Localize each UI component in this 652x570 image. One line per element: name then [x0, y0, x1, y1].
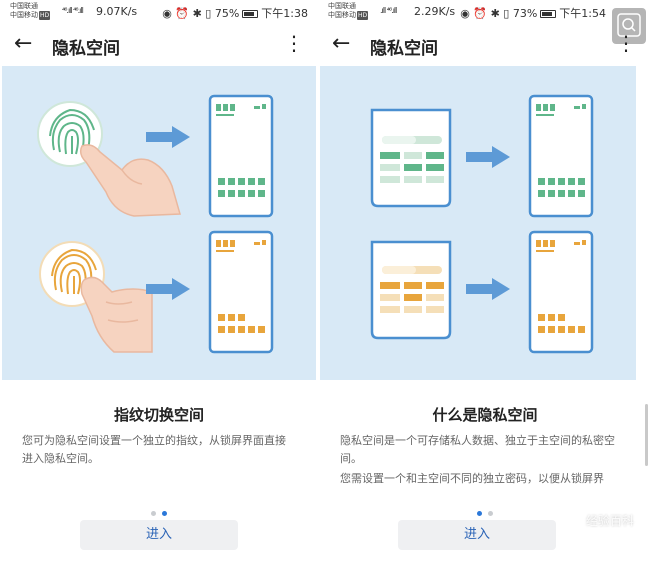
- page-indicator: [0, 501, 318, 520]
- search-icon: [617, 13, 641, 37]
- zoom-overlay-button[interactable]: [612, 8, 646, 44]
- status-right: ◉ ⏰ ✱ ▯ 73% 下午1:54: [460, 5, 606, 21]
- carrier-2: 中国移动: [328, 11, 356, 19]
- description-line: 您可为隐私空间设置一个独立的指纹，从锁屏界面直接进入隐私空间。: [22, 434, 286, 465]
- section-heading: 什么是隐私空间: [432, 406, 538, 424]
- enter-button[interactable]: 进入: [398, 520, 556, 550]
- carrier-1: 中国联通: [328, 2, 356, 10]
- back-arrow-icon[interactable]: ←: [332, 31, 351, 56]
- back-arrow-icon[interactable]: ←: [14, 31, 33, 56]
- watermark-logo: 经验百科: [585, 514, 634, 528]
- enter-button[interactable]: 进入: [80, 520, 238, 550]
- signal-icon: .ıll ⁴⁶.ıll: [380, 6, 397, 15]
- private-space-illustration: [320, 66, 636, 380]
- clock: 下午1:38: [261, 7, 308, 20]
- scrollbar[interactable]: [645, 404, 648, 466]
- fingerprint-illustration-svg: [37, 94, 274, 354]
- page-dot-1[interactable]: [151, 511, 156, 516]
- page-title: 隐私空间: [52, 39, 120, 59]
- section-description: 隐私空间是一个可存储私人数据、独立于主空间的私密空间。 您需设置一个和主空间不同…: [340, 432, 630, 484]
- app-bar: ← 隐私空间 ⋮: [318, 30, 652, 60]
- arrow-top-icon: [466, 146, 510, 168]
- arrow-bottom-icon: [466, 278, 510, 300]
- clock: 下午1:54: [559, 7, 606, 20]
- phone-top: [528, 94, 594, 218]
- signal-icon: ⁴⁶.ıll ⁴⁶.ıll: [62, 6, 84, 15]
- phone-top: [208, 94, 274, 218]
- section-description: 您可为隐私空间设置一个独立的指纹，从锁屏界面直接进入隐私空间。: [22, 432, 296, 470]
- arrow-bottom-icon: [146, 278, 190, 300]
- card-bottom: [370, 240, 452, 340]
- description-line-1: 隐私空间是一个可存储私人数据、独立于主空间的私密空间。: [340, 434, 615, 465]
- page-indicator: [318, 501, 652, 520]
- section-heading: 指纹切换空间: [113, 406, 204, 424]
- system-icons: ◉ ⏰ ✱ ▯: [460, 7, 510, 20]
- system-icons: ◉ ⏰ ✱ ▯: [162, 7, 212, 20]
- page-title: 隐私空间: [370, 39, 438, 59]
- private-space-illustration-svg: [370, 94, 594, 354]
- battery-percent: 73%: [512, 7, 538, 20]
- carrier-2: 中国移动: [10, 11, 38, 19]
- hd-badge: HD: [39, 11, 51, 20]
- phone-bottom: [208, 230, 274, 354]
- page-dot-2[interactable]: [162, 511, 167, 516]
- battery-icon: [242, 10, 259, 18]
- more-options-icon[interactable]: ⋮: [284, 31, 304, 55]
- page-dot-2[interactable]: [488, 511, 493, 516]
- arrow-top-icon: [146, 126, 190, 148]
- fingerprint-illustration: [2, 66, 316, 380]
- page-dot-1[interactable]: [477, 511, 482, 516]
- phone-bottom: [528, 230, 594, 354]
- status-right: ◉ ⏰ ✱ ▯ 75% 下午1:38: [162, 5, 308, 21]
- battery-icon: [540, 10, 557, 18]
- carrier-1: 中国联通: [10, 2, 38, 10]
- description-line-2: 您需设置一个和主空间不同的独立密码，以便从锁屏界: [340, 472, 604, 484]
- card-top: [370, 108, 452, 208]
- hand-top: [79, 144, 181, 217]
- network-speed: 9.07K/s: [96, 5, 138, 18]
- more-options-icon[interactable]: ⋮: [616, 31, 636, 55]
- battery-percent: 75%: [214, 7, 240, 20]
- app-bar: ← 隐私空间 ⋮: [0, 30, 318, 60]
- hand-bottom: [80, 276, 153, 353]
- network-speed: 2.29K/s: [414, 5, 456, 18]
- hd-badge: HD: [357, 11, 369, 20]
